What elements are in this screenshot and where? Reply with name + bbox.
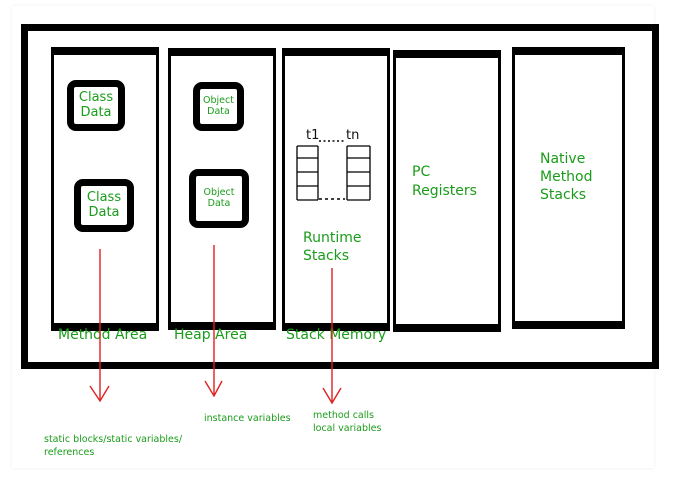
class-data-box-1: Class Data xyxy=(67,80,125,131)
thread-tn-label: tn xyxy=(346,128,360,143)
method-area-note-line2: references xyxy=(44,446,95,458)
heap-area-label: Heap Area xyxy=(174,327,248,343)
pc-registers-label: PC Registers xyxy=(412,163,477,201)
class-data-box-1-line2: Data xyxy=(80,104,112,120)
native-method-stacks-line2: Method xyxy=(540,169,593,186)
thread-t1-label: t1 xyxy=(306,128,320,143)
native-method-stacks-line3: Stacks xyxy=(540,187,587,204)
stack-memory-arrow xyxy=(322,268,342,405)
stack-memory-label: Stack Memory xyxy=(286,327,387,343)
object-data-box-2-line1: Object xyxy=(203,186,235,198)
native-method-stacks-line1: Native xyxy=(540,151,586,167)
object-data-box-2-line2: Data xyxy=(207,197,231,209)
native-method-stacks-column xyxy=(512,47,625,329)
class-data-box-1-line1: Class xyxy=(78,89,114,105)
method-area-note: static blocks/static variables/ referenc… xyxy=(44,434,182,460)
object-data-box-1: Object Data xyxy=(193,82,244,131)
class-data-box-2-line2: Data xyxy=(88,204,120,220)
runtime-stacks-line1: Runtime xyxy=(303,230,362,246)
object-data-box-1-line1: Object xyxy=(203,94,234,106)
method-area-note-line1: static blocks/static variables/ xyxy=(44,434,183,445)
stack-memory-note: method calls local variables xyxy=(313,410,381,436)
pc-registers-line2: Registers xyxy=(412,182,477,199)
stack-memory-column xyxy=(282,48,390,331)
pc-registers-column xyxy=(393,50,501,332)
pc-registers-line1: PC xyxy=(412,164,431,180)
stack-memory-note-line1: method calls xyxy=(313,410,374,421)
heap-area-note: instance variables xyxy=(204,413,291,426)
object-data-box-1-line2: Data xyxy=(207,105,230,117)
object-data-box-2: Object Data xyxy=(189,169,249,228)
runtime-stacks-line2: Stacks xyxy=(303,248,350,265)
class-data-box-2: Class Data xyxy=(74,179,134,232)
thread-stack-tn xyxy=(346,145,371,201)
class-data-box-2-line1: Class xyxy=(86,189,122,205)
heap-area-note-line1: instance variables xyxy=(204,413,291,424)
native-method-stacks-label: Native Method Stacks xyxy=(540,150,593,205)
stack-memory-note-line2: local variables xyxy=(313,422,382,434)
heap-area-arrow xyxy=(204,245,223,398)
runtime-stacks-label: Runtime Stacks xyxy=(303,229,361,265)
method-area-label: Method Area xyxy=(58,327,148,343)
thread-stack-t1 xyxy=(296,145,319,201)
method-area-arrow xyxy=(89,249,110,403)
